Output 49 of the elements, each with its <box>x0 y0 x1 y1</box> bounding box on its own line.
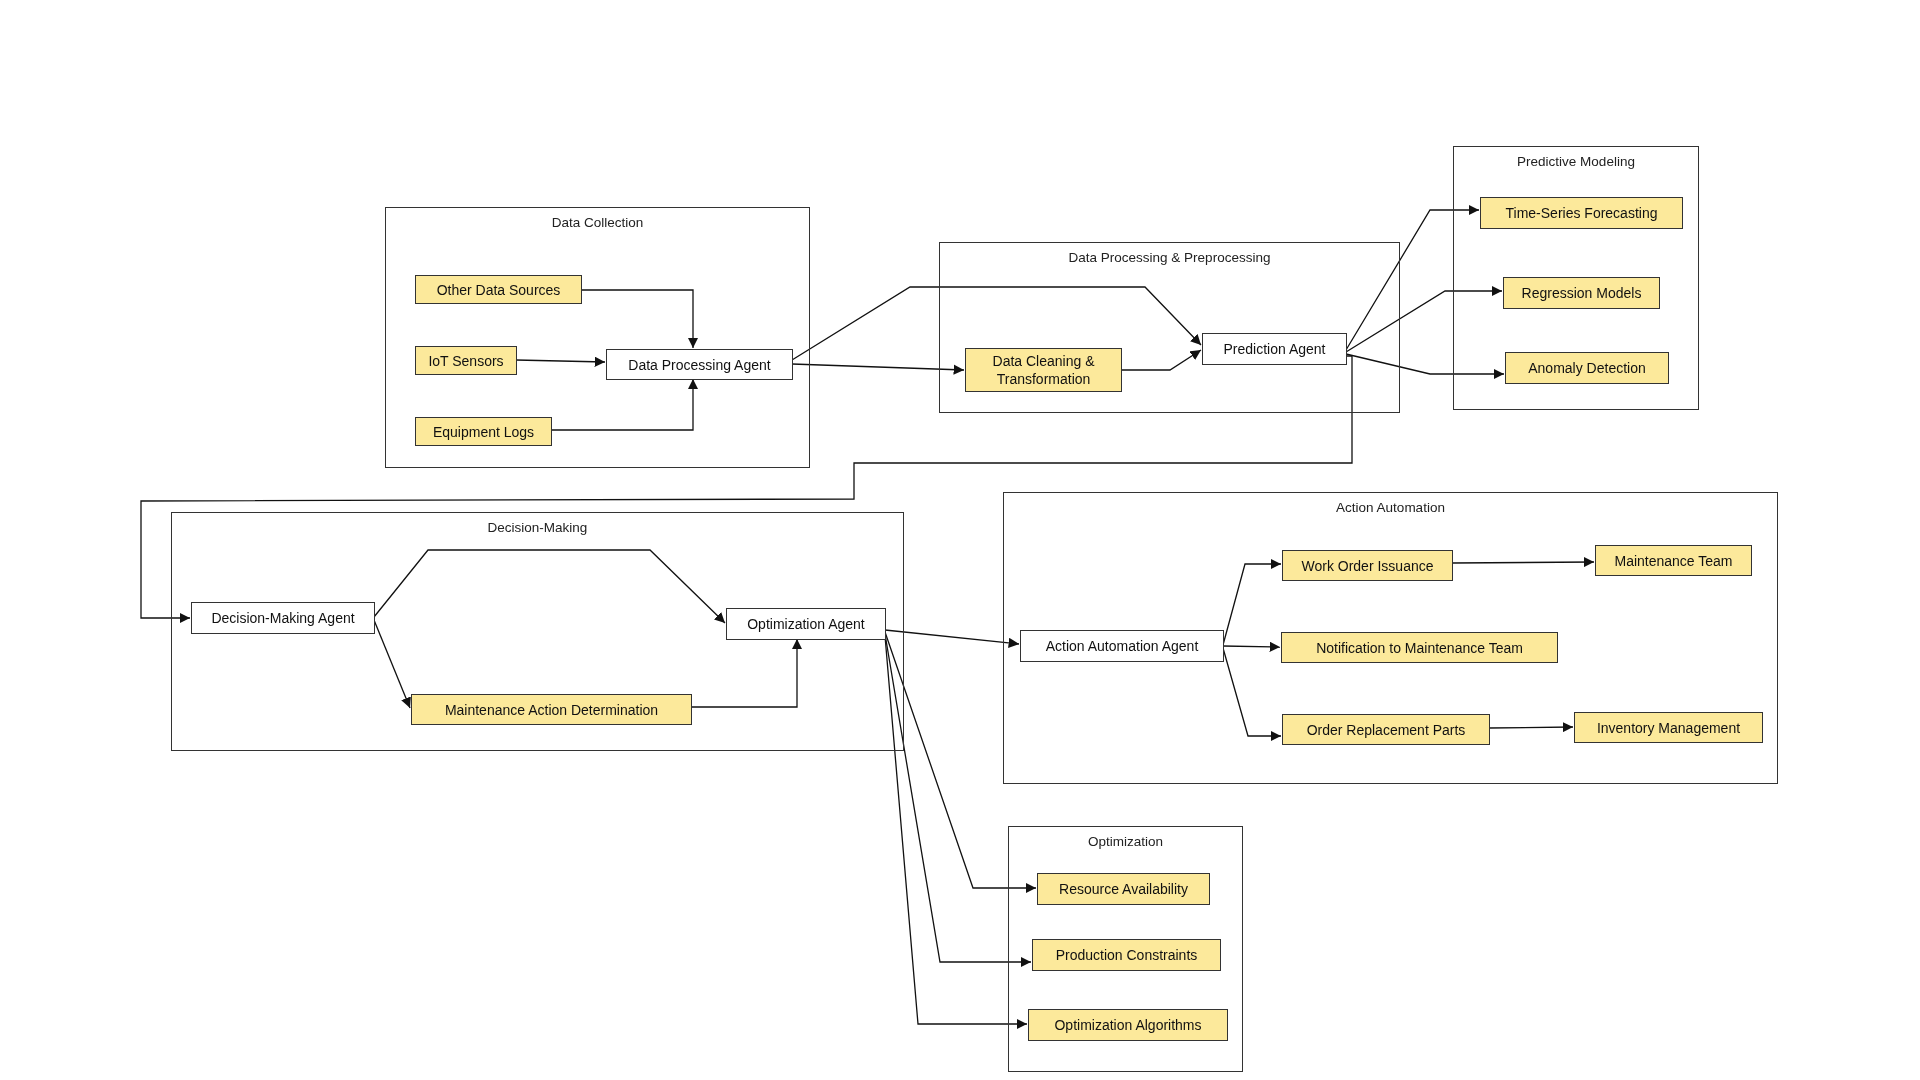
group-title: Data Processing & Preprocessing <box>1067 249 1272 267</box>
arrow <box>791 363 965 375</box>
arrow <box>140 355 1353 624</box>
process-box: Notification to Maintenance Team <box>1281 632 1558 663</box>
arrow <box>580 289 699 349</box>
arrow <box>550 378 699 431</box>
process-box: Maintenance Action Determination <box>411 694 692 725</box>
group-title: Optimization <box>1087 833 1164 851</box>
arrow <box>1222 641 1281 652</box>
group-frame <box>1008 826 1243 1072</box>
process-box: Other Data Sources <box>415 275 582 304</box>
arrow <box>884 629 1020 649</box>
process-box: Production Constraints <box>1032 939 1221 971</box>
arrow <box>1120 349 1202 371</box>
arrow <box>791 286 1202 361</box>
agent-box: Action Automation Agent <box>1020 630 1224 662</box>
process-box: Work Order Issuance <box>1282 550 1453 581</box>
group-frame <box>1453 146 1699 410</box>
process-box: Anomaly Detection <box>1505 352 1669 384</box>
group-frame <box>385 207 810 468</box>
agent-box: Optimization Agent <box>726 608 886 640</box>
arrow <box>1451 556 1595 568</box>
arrow <box>515 356 606 367</box>
arrow <box>1488 721 1574 733</box>
process-box: Order Replacement Parts <box>1282 714 1490 745</box>
group-title: Decision-Making <box>486 519 589 537</box>
group-frame <box>171 512 904 751</box>
process-box: Time-Series Forecasting <box>1480 197 1683 229</box>
group-title: Action Automation <box>1335 499 1446 517</box>
process-box: Resource Availability <box>1037 873 1210 905</box>
process-box: Inventory Management <box>1574 712 1763 743</box>
arrow <box>1345 285 1503 353</box>
process-box: IoT Sensors <box>415 346 517 375</box>
arrow <box>1345 353 1505 380</box>
group-title: Predictive Modeling <box>1516 153 1636 171</box>
group-frame <box>939 242 1400 413</box>
agent-box: Data Processing Agent <box>606 349 793 380</box>
agent-box: Prediction Agent <box>1202 333 1347 365</box>
arrow <box>690 638 803 708</box>
process-box: Maintenance Team <box>1595 545 1752 576</box>
process-box: Optimization Algorithms <box>1028 1009 1228 1041</box>
group-title: Data Collection <box>550 214 645 232</box>
group-frame <box>1003 492 1778 784</box>
arrow <box>1345 204 1480 351</box>
process-box: Regression Models <box>1503 277 1660 309</box>
process-box: Data Cleaning & Transformation <box>965 348 1122 392</box>
arrow <box>373 549 726 624</box>
agent-box: Decision-Making Agent <box>191 602 375 634</box>
process-box: Equipment Logs <box>415 417 552 446</box>
